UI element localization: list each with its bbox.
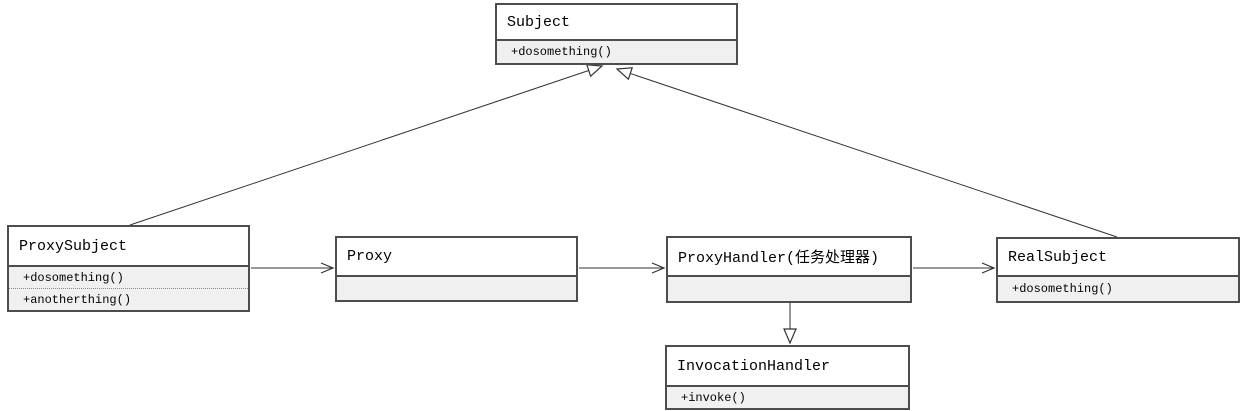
class-box-proxy[interactable]: Proxy	[335, 236, 578, 302]
class-box-proxysubject[interactable]: ProxySubject +dosomething() +anotherthin…	[7, 225, 250, 312]
methods-compartment-proxyhandler	[668, 277, 910, 301]
class-box-invocationhandler[interactable]: InvocationHandler +invoke()	[665, 345, 910, 410]
generalization-arrow-realsubject-to-subject	[615, 67, 1118, 238]
class-box-realsubject[interactable]: RealSubject +dosomething()	[996, 237, 1240, 303]
methods-compartment-proxy	[337, 277, 576, 300]
class-name-realsubject: RealSubject	[998, 239, 1238, 277]
methods-compartment-subject: +dosomething()	[497, 41, 736, 63]
class-name-proxy: Proxy	[337, 238, 576, 277]
class-box-subject[interactable]: Subject +dosomething()	[495, 3, 738, 65]
class-box-proxyhandler[interactable]: ProxyHandler(任务处理器)	[666, 236, 912, 303]
method-label: +invoke()	[681, 390, 746, 405]
method-label: +anotherthing()	[9, 288, 248, 310]
method-label: +dosomething()	[23, 270, 124, 285]
generalization-arrow-proxysubject-to-subject	[129, 64, 604, 226]
methods-compartment-proxysubject: +dosomething() +anotherthing()	[9, 267, 248, 310]
class-name-subject: Subject	[497, 5, 736, 41]
class-name-proxysubject: ProxySubject	[9, 227, 248, 267]
methods-compartment-realsubject: +dosomething()	[998, 277, 1238, 301]
methods-compartment-invocationhandler: +invoke()	[667, 387, 908, 408]
class-name-proxyhandler: ProxyHandler(任务处理器)	[668, 238, 910, 277]
method-label: +dosomething()	[1012, 282, 1113, 296]
method-label: +dosomething()	[511, 45, 612, 59]
class-name-invocationhandler: InvocationHandler	[667, 347, 908, 387]
